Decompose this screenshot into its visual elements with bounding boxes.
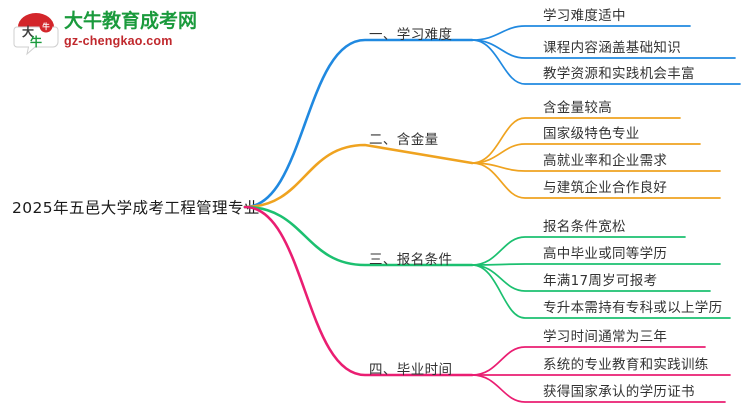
- branch-label-text: 三、报名条件: [369, 252, 453, 268]
- leaf-label-4-1[interactable]: 学习时间通常为三年: [543, 325, 667, 345]
- leaf-label-text: 系统的专业教育和实践训练: [543, 357, 709, 373]
- branch-label-text: 一、学习难度: [369, 27, 453, 43]
- branch-label-4[interactable]: 四、毕业时间: [369, 358, 452, 378]
- leaf-label-text: 高中毕业或同等学历: [543, 246, 668, 262]
- leaf-label-4-2[interactable]: 系统的专业教育和实践训练: [543, 353, 709, 373]
- leaf-label-2-3[interactable]: 高就业率和企业需求: [543, 149, 667, 169]
- leaf-label-1-3[interactable]: 教学资源和实践机会丰富: [543, 62, 695, 82]
- logo-text-block: 大牛教育成考网 gz-chengkao.com: [64, 9, 198, 49]
- leaf-label-text: 报名条件宽松: [543, 219, 626, 235]
- leaf-label-text: 教学资源和实践机会丰富: [543, 66, 695, 82]
- site-logo[interactable]: 牛 大 牛 大牛教育成考网 gz-chengkao.com: [12, 6, 198, 58]
- leaf-label-text: 年满17周岁可报考: [543, 273, 658, 289]
- logo-domain: gz-chengkao.com: [64, 34, 173, 48]
- leaf-label-4-3[interactable]: 获得国家承认的学历证书: [543, 380, 695, 400]
- leaf-label-2-1[interactable]: 含金量较高: [543, 96, 612, 116]
- svg-text:牛: 牛: [42, 21, 50, 31]
- leaf-label-2-2[interactable]: 国家级特色专业: [543, 122, 640, 142]
- leaf-label-text: 含金量较高: [543, 100, 612, 116]
- logo-site-name: 大牛教育成考网: [64, 10, 198, 32]
- leaf-label-text: 课程内容涵盖基础知识: [543, 40, 681, 56]
- branch-label-1[interactable]: 一、学习难度: [369, 23, 452, 43]
- branch-label-text: 二、含金量: [369, 132, 439, 148]
- mindmap-root-title: 2025年五邑大学成考工程管理专业: [12, 199, 260, 217]
- svg-text:牛: 牛: [30, 34, 42, 49]
- leaf-label-3-1[interactable]: 报名条件宽松: [543, 215, 626, 235]
- leaf-label-1-1[interactable]: 学习难度适中: [543, 4, 626, 24]
- leaf-label-text: 高就业率和企业需求: [543, 153, 668, 169]
- branch-label-2[interactable]: 二、含金量: [369, 128, 439, 148]
- leaf-label-text: 国家级特色专业: [543, 126, 640, 142]
- leaf-label-3-2[interactable]: 高中毕业或同等学历: [543, 242, 667, 262]
- branch-label-text: 四、毕业时间: [369, 362, 453, 378]
- leaf-label-text: 学习时间通常为三年: [543, 329, 668, 345]
- leaf-label-3-4[interactable]: 专升本需持有专科或以上学历: [543, 296, 722, 316]
- daniu-logo-icon: 牛 大 牛: [13, 13, 59, 56]
- branch-label-3[interactable]: 三、报名条件: [369, 248, 452, 268]
- leaf-label-1-2[interactable]: 课程内容涵盖基础知识: [543, 36, 681, 56]
- leaf-label-text: 学习难度适中: [543, 8, 626, 24]
- leaf-label-3-3[interactable]: 年满17周岁可报考: [543, 269, 657, 289]
- leaf-label-text: 获得国家承认的学历证书: [543, 384, 695, 400]
- leaf-label-text: 与建筑企业合作良好: [543, 180, 668, 196]
- leaf-label-2-4[interactable]: 与建筑企业合作良好: [543, 176, 667, 196]
- svg-text:大: 大: [22, 24, 34, 39]
- leaf-label-text: 专升本需持有专科或以上学历: [543, 300, 723, 316]
